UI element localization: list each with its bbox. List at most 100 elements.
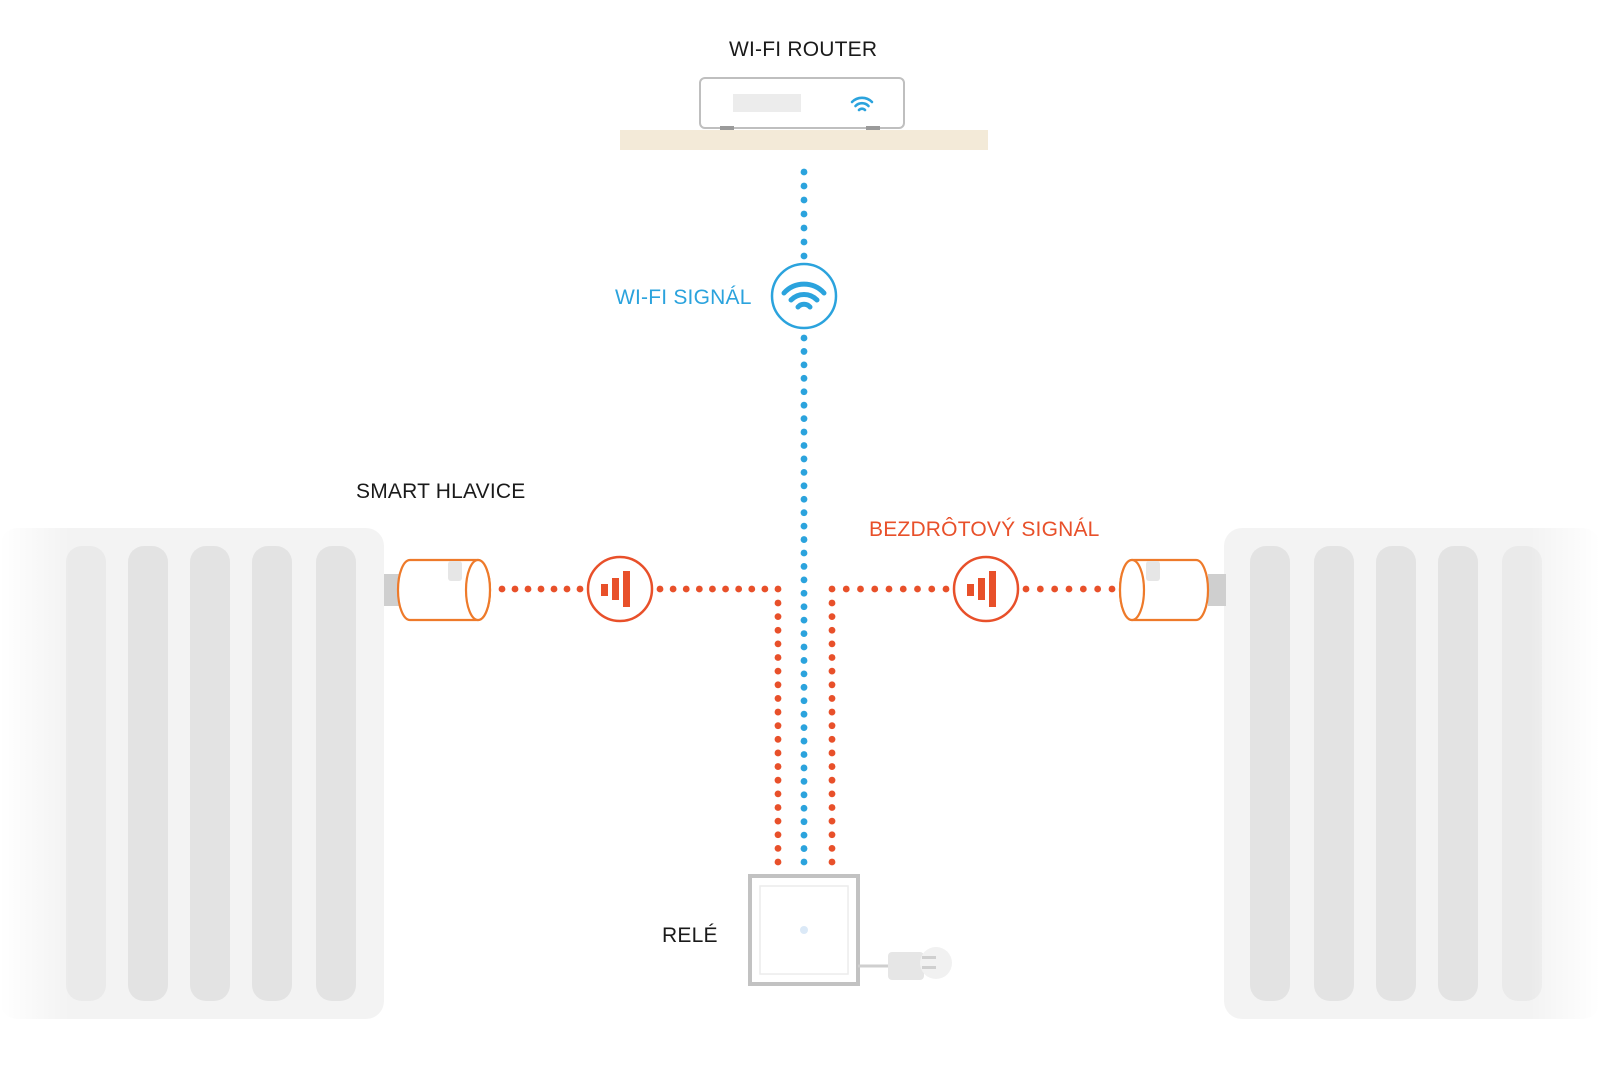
wireless-signal-dot (828, 804, 836, 811)
wifi-signal-dot (800, 630, 808, 637)
signal-lines (498, 168, 1116, 866)
wireless-signal-dot (828, 858, 836, 866)
wireless-signal-dot (828, 722, 836, 730)
wireless-signal-dot (695, 585, 703, 593)
wireless-signal-dot (1079, 585, 1087, 593)
wireless-signal-dot (774, 613, 782, 621)
wifi-signal-dot (800, 252, 808, 260)
wireless-signal-dot (1094, 585, 1102, 593)
wireless-signal-dot (511, 585, 519, 593)
shelf (620, 130, 988, 150)
relay-label: RELÉ (662, 924, 718, 947)
wifi-signal-dot (800, 361, 808, 369)
wireless-signal-dot (828, 844, 836, 852)
wireless-signal-dot (774, 681, 782, 689)
wifi-signal-dot (800, 791, 808, 799)
wireless-signal-dot (914, 585, 921, 593)
smart-head-right (1118, 558, 1226, 622)
wireless-signal-dot (682, 585, 690, 593)
wifi-signal-dot (800, 576, 808, 584)
wireless-signal-dot (828, 585, 836, 593)
wireless-signal-dot (828, 735, 836, 743)
wifi-signal-dot (800, 589, 808, 597)
wireless-signal-dot (774, 599, 782, 607)
wifi-signal-dot (800, 495, 808, 503)
wireless-signal-dot (828, 749, 836, 757)
wireless-signal-dot (774, 585, 782, 593)
signal-badge-right (952, 555, 1020, 623)
wireless-signal-dot (774, 640, 782, 648)
wifi-signal-dot (800, 670, 808, 678)
wifi-signal-dot (800, 210, 808, 218)
wireless-signal-dot (828, 831, 836, 839)
wifi-signal-dot (800, 751, 808, 758)
wifi-signal-dot (800, 522, 808, 530)
wifi-signal-dot (800, 388, 808, 396)
wireless-signal-dot (709, 585, 716, 593)
wireless-signal-dot (828, 790, 836, 798)
wifi-signal-dot (800, 804, 808, 812)
wifi-signal-dot (800, 401, 808, 409)
wifi-signal-dot (800, 845, 808, 852)
wireless-signal-dot (871, 585, 879, 593)
wifi-signal-dot (800, 224, 808, 232)
wireless-signal-dot (774, 654, 782, 661)
wireless-signal-dot (828, 599, 836, 607)
wifi-signal-dot (800, 831, 808, 839)
wireless-signal-dot (1036, 585, 1044, 593)
wireless-signal-dot (857, 585, 864, 593)
wireless-signal-dot (828, 817, 836, 825)
wireless-signal-dot (774, 735, 782, 743)
wireless-signal-dot (669, 585, 677, 593)
wireless-signal-dot (774, 695, 782, 702)
wifi-signal-dot (800, 415, 808, 423)
relay-device (748, 874, 952, 986)
wifi-signal-dot (800, 563, 808, 570)
wireless-signal-dot (761, 585, 769, 593)
wireless-signal-dot (735, 585, 743, 593)
wifi-signal-dot (800, 603, 808, 611)
wifi-signal-dot (800, 334, 808, 342)
wifi-signal-dot (800, 442, 808, 449)
wireless-signal-dot (563, 585, 571, 593)
power-plug-icon (888, 947, 952, 980)
wifi-signal-dot (800, 168, 808, 176)
wireless-signal-dot (899, 585, 907, 593)
wireless-signal-dot (748, 585, 756, 593)
wifi-signal-dot (800, 764, 808, 772)
wifi-signal-dot (800, 549, 808, 557)
wifi-signal-dot (800, 428, 808, 436)
wifi-signal-dot (800, 238, 808, 246)
wireless-signal-dot (1051, 585, 1059, 593)
wireless-signal-dot (774, 858, 782, 866)
wireless-signal-dot (774, 804, 782, 811)
wifi-signal-dot (800, 643, 808, 651)
wireless-signal-dot (656, 585, 664, 593)
router-device (620, 77, 988, 150)
wireless-signal-dot (942, 585, 950, 593)
wireless-signal-label: BEZDRÔTOVÝ SIGNÁL (869, 518, 1100, 541)
radiator-right (1224, 528, 1600, 1019)
wireless-signal-dot (774, 831, 782, 839)
wifi-signal-label: WI-FI SIGNÁL (615, 286, 752, 309)
signal-bars-icon (967, 571, 996, 607)
wireless-signal-dot (524, 585, 532, 593)
router-label: WI-FI ROUTER (729, 38, 878, 61)
wireless-signal-dot (774, 790, 782, 798)
wifi-icon (781, 281, 827, 310)
wifi-signal-dot (800, 348, 808, 355)
wireless-signal-dot (828, 667, 836, 675)
wireless-signal-dot (828, 640, 836, 648)
wifi-badge (770, 262, 838, 330)
wifi-signal-dot (800, 858, 808, 866)
wifi-signal-dot (800, 724, 808, 732)
wifi-signal-dot (800, 196, 808, 204)
smart-head-label: SMART HLAVICE (356, 480, 526, 503)
wireless-signal-dot (828, 708, 836, 716)
wireless-signal-dot (928, 585, 936, 593)
wifi-signal-dot (800, 536, 808, 543)
wifi-signal-dot (800, 509, 808, 517)
wifi-signal-dot (800, 683, 808, 691)
wifi-signal-dot (800, 182, 808, 190)
